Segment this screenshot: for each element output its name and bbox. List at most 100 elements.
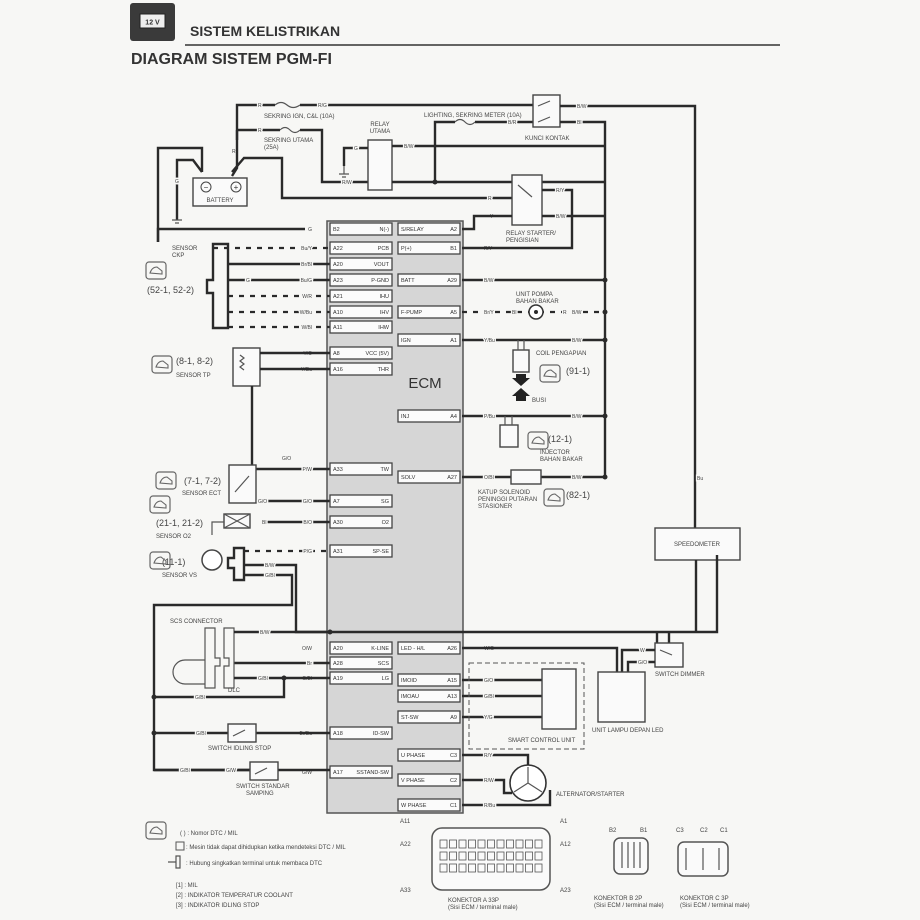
svg-text:(91-1): (91-1): [566, 366, 590, 376]
ecm-right-pin: [397, 470, 461, 484]
pin-number: A9: [450, 715, 457, 721]
wire-color-label: R/W: [484, 778, 494, 784]
pin-function: IMOAU: [401, 694, 419, 700]
wire-color-label: B/W: [484, 278, 494, 284]
dimmer-switch: [654, 642, 684, 668]
dtc-mil-icon: [151, 355, 173, 374]
svg-text:G: G: [246, 278, 250, 284]
svg-text:SCS CONNECTOR: SCS CONNECTOR: [170, 619, 223, 625]
wire-color-label: B/W: [572, 414, 582, 420]
dtc-mil-icon: [539, 364, 561, 383]
pin-number: A16: [333, 367, 343, 373]
wire-color-label: G/O: [303, 499, 312, 505]
ecm-left-pin: [329, 641, 393, 655]
ecm-left-pin: [329, 241, 393, 255]
svg-text:SENSOR ECT: SENSOR ECT: [182, 491, 221, 497]
svg-text:SWITCH IDLING STOP: SWITCH IDLING STOP: [208, 746, 271, 752]
fuse-ign-icon: [274, 101, 301, 109]
pin-number: A19: [333, 676, 343, 682]
pin-function: VCC (5V): [365, 351, 389, 357]
svg-text:+: +: [234, 183, 239, 192]
right-components: UNIT POMPA BAHAN BAKAR Bl R COIL PENGAPI…: [462, 292, 741, 807]
connector-c: C3 C2 C1 KONEKTOR C 3P (Sisi ECM / termi…: [676, 828, 750, 909]
svg-text:COIL PENGAPIAN: COIL PENGAPIAN: [536, 351, 586, 357]
svg-text:(Sisi ECM / terminal male): (Sisi ECM / terminal male): [594, 903, 664, 909]
ecm-label: ECM: [408, 375, 441, 392]
ecm-right-pin: [397, 241, 461, 255]
svg-text:G/O: G/O: [282, 456, 291, 462]
wire-color-label: P/W: [303, 467, 313, 473]
svg-text:(Sisi ECM / terminal male): (Sisi ECM / terminal male): [680, 903, 750, 909]
side-stand-switch: [249, 761, 279, 781]
svg-text:R/W: R/W: [342, 180, 352, 186]
ecm-right-pin: [397, 673, 461, 687]
ecm-right-pin: [397, 273, 461, 287]
ecm-right-pin: [397, 305, 461, 319]
svg-text:(82-1): (82-1): [566, 490, 590, 500]
svg-text:[1] : MIL: [1] : MIL: [176, 883, 198, 889]
svg-text:KONEKTOR B 2P: KONEKTOR B 2P: [594, 896, 642, 902]
svg-text:G: G: [354, 146, 358, 152]
pin-function: F-PUMP: [401, 310, 422, 316]
svg-text:R/G: R/G: [318, 103, 327, 109]
pin-number: A2: [450, 227, 457, 233]
pin-number: A21: [333, 294, 343, 300]
svg-text:G/Bl: G/Bl: [196, 731, 206, 737]
pin-function: VOUT: [374, 262, 390, 268]
pin-number: A11: [333, 325, 342, 331]
dtc-mil-icon: [527, 431, 549, 450]
svg-text:BATTERY: BATTERY: [206, 198, 233, 204]
pin-number: A1: [450, 338, 457, 344]
legend-dtc: ( ) : Nomor DTC / MIL: [180, 831, 238, 837]
no-start-icon: [175, 841, 185, 851]
smart-control-unit-outline: [468, 662, 585, 750]
pin-function: LED - H/L: [401, 646, 425, 652]
relay-starter: [511, 174, 543, 226]
wire-color-label: W/Bu: [300, 310, 312, 316]
pin-function: IHV: [380, 310, 390, 316]
headlight-unit: [597, 671, 646, 723]
fuse-main-icon: [279, 126, 301, 134]
svg-text:SENSOR: SENSOR: [172, 246, 198, 252]
wire-color-label: G/W: [302, 770, 312, 776]
pin-number: A23: [333, 278, 343, 284]
svg-text:SWITCH DIMMER: SWITCH DIMMER: [655, 672, 705, 678]
pin-function: P-GND: [371, 278, 389, 284]
svg-text:SMART CONTROL UNIT: SMART CONTROL UNIT: [508, 738, 576, 744]
wire-color-label: Y/G: [484, 715, 493, 721]
short-terminal-icon: [168, 855, 181, 869]
wire-color-label: R/Bu: [484, 803, 495, 809]
svg-text:R: R: [563, 310, 567, 316]
dtc-mil-icon: [155, 471, 177, 490]
svg-text:SPEEDOMETER: SPEEDOMETER: [674, 542, 721, 548]
ignition-switch: [532, 94, 561, 128]
pin-function: THR: [378, 367, 389, 373]
svg-text:G/O: G/O: [258, 499, 267, 505]
svg-text:C1: C1: [720, 828, 728, 834]
svg-text:KONEKTOR A 33P: KONEKTOR A 33P: [448, 898, 499, 904]
wire-color-label: R/Y: [484, 753, 493, 759]
dtc-mil-icon: [149, 495, 171, 514]
pin-function: SOLV: [401, 475, 416, 481]
svg-text:B/R: B/R: [508, 120, 517, 126]
pin-number: A33: [333, 467, 343, 473]
pin-function: SCS: [378, 661, 390, 667]
ecm-left-pin: [329, 222, 393, 236]
svg-text:PENINGGI PUTARAN: PENINGGI PUTARAN: [478, 497, 537, 503]
pin-function: ID-SW: [373, 731, 390, 737]
pin-function: W PHASE: [401, 803, 427, 809]
svg-text:Bl: Bl: [577, 120, 581, 126]
svg-text:G/Bl: G/Bl: [265, 573, 275, 579]
dtc-icons: [145, 261, 565, 840]
svg-text:(52-1, 52-2): (52-1, 52-2): [147, 285, 194, 295]
pin-number: A5: [450, 310, 457, 316]
pin-number: A27: [447, 475, 457, 481]
pin-function: SSTAND-SW: [356, 770, 389, 776]
pin-function: INJ: [401, 414, 410, 420]
svg-text:B1: B1: [640, 828, 648, 834]
svg-text:R: R: [488, 196, 492, 202]
svg-text:G/Bl: G/Bl: [195, 695, 205, 701]
svg-text:SWITCH STANDAR: SWITCH STANDAR: [236, 784, 290, 790]
dtc-mil-icon: [149, 551, 171, 570]
